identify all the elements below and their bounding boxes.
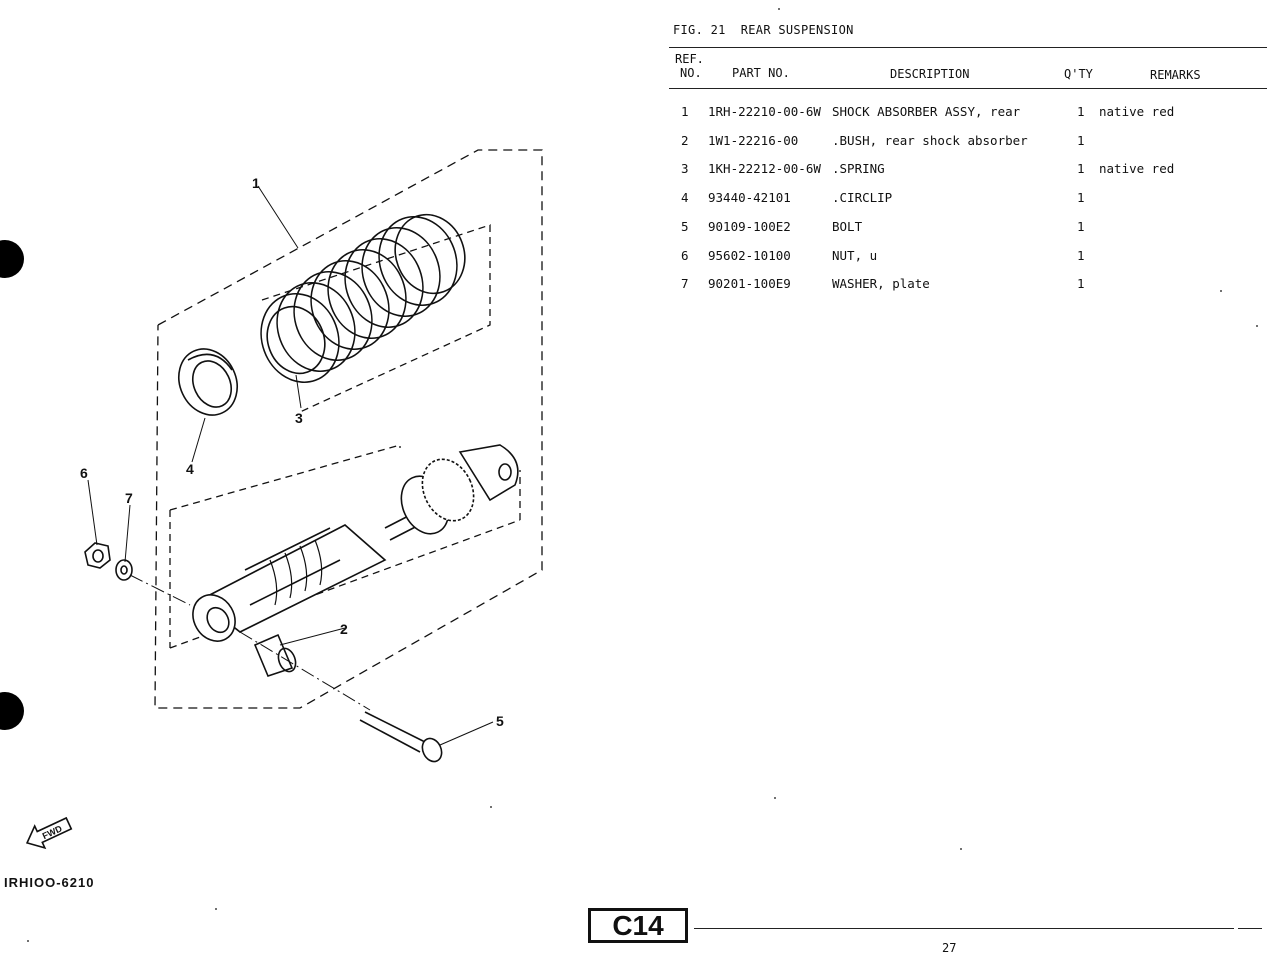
washer-part <box>115 559 133 581</box>
part-no-cell: 93440-42101 <box>708 190 791 206</box>
figure-name: REAR SUSPENSION <box>740 23 854 37</box>
description-cell: NUT, u <box>832 247 878 263</box>
table-top-rule <box>669 47 1267 48</box>
header-remarks: REMARKS <box>1150 68 1201 82</box>
scan-speck <box>490 806 492 808</box>
scan-speck <box>1256 325 1258 327</box>
description-cell: .SPRING <box>832 161 885 177</box>
callout-4: 4 <box>186 461 194 477</box>
ref-cell: 2 <box>681 132 689 148</box>
qty-cell: 1 <box>1077 218 1085 234</box>
header-ref-no-2: NO. <box>680 66 702 80</box>
scan-speck <box>27 940 29 942</box>
scan-speck <box>778 8 780 10</box>
callout-7: 7 <box>125 490 133 506</box>
footer-rule <box>694 928 1234 929</box>
part-no-cell: 1W1-22216-00 <box>708 132 799 148</box>
shock-absorber-part <box>192 444 519 642</box>
part-no-cell: 90201-100E9 <box>708 276 791 292</box>
part-no-cell: 95602-10100 <box>708 247 791 263</box>
part-no-cell: 90109-100E2 <box>708 218 791 234</box>
diagram-code: IRHIOO-6210 <box>4 875 95 890</box>
spring-subframe <box>261 224 491 413</box>
page-number: 27 <box>942 941 957 955</box>
scan-speck <box>215 908 217 910</box>
ref-cell: 3 <box>681 161 689 177</box>
part-no-cell: 1RH-22210-00-6W <box>708 104 821 119</box>
callout-6: 6 <box>80 465 88 481</box>
header-ref-no-1: REF. <box>675 52 704 66</box>
header-description: DESCRIPTION <box>890 67 970 81</box>
description-cell: SHOCK ABSORBER ASSY, rear <box>832 104 1021 119</box>
table-header-rule <box>669 88 1267 89</box>
callout-3: 3 <box>295 410 303 426</box>
section-badge: C14 <box>588 908 688 943</box>
ref-cell: 5 <box>681 218 689 234</box>
ref-cell: 1 <box>681 104 689 119</box>
shock-subframe <box>169 444 401 511</box>
fwd-arrow-icon: FWD <box>25 816 73 850</box>
figure-title: FIG. 21 REAR SUSPENSION <box>673 23 854 37</box>
circlip-part <box>178 348 238 416</box>
scan-speck <box>774 797 776 799</box>
spring-part <box>260 213 466 384</box>
footer-rule-end <box>1238 928 1262 929</box>
remarks-cell: native red <box>1099 104 1175 119</box>
scan-speck <box>960 848 962 850</box>
bolt-part <box>359 711 443 763</box>
part-no-cell: 1KH-22212-00-6W <box>708 161 821 177</box>
header-part-no: PART NO. <box>732 66 790 80</box>
description-cell: .CIRCLIP <box>832 190 893 206</box>
qty-cell: 1 <box>1077 276 1085 292</box>
ref-cell: 7 <box>681 276 689 292</box>
callout-2: 2 <box>340 621 348 637</box>
nut-part <box>84 542 111 569</box>
figure-number: FIG. 21 <box>673 23 726 37</box>
qty-cell: 1 <box>1077 132 1085 148</box>
qty-cell: 1 <box>1077 104 1085 119</box>
qty-cell: 1 <box>1077 161 1085 177</box>
qty-cell: 1 <box>1077 247 1085 263</box>
header-qty: Q'TY <box>1064 67 1093 81</box>
callout-1: 1 <box>252 175 260 191</box>
description-cell: BOLT <box>832 218 863 234</box>
assembly-frame <box>154 149 543 709</box>
description-cell: WASHER, plate <box>832 276 930 292</box>
remarks-cell: native red <box>1099 161 1175 177</box>
rear-suspension-diagram: 1 2 3 4 5 6 7 FWD <box>25 149 543 850</box>
callout-5: 5 <box>496 713 504 729</box>
scan-speck <box>1220 290 1222 292</box>
qty-cell: 1 <box>1077 190 1085 206</box>
ref-cell: 6 <box>681 247 689 263</box>
bush-part <box>253 633 297 677</box>
description-cell: .BUSH, rear shock absorber <box>832 132 1028 148</box>
ref-cell: 4 <box>681 190 689 206</box>
